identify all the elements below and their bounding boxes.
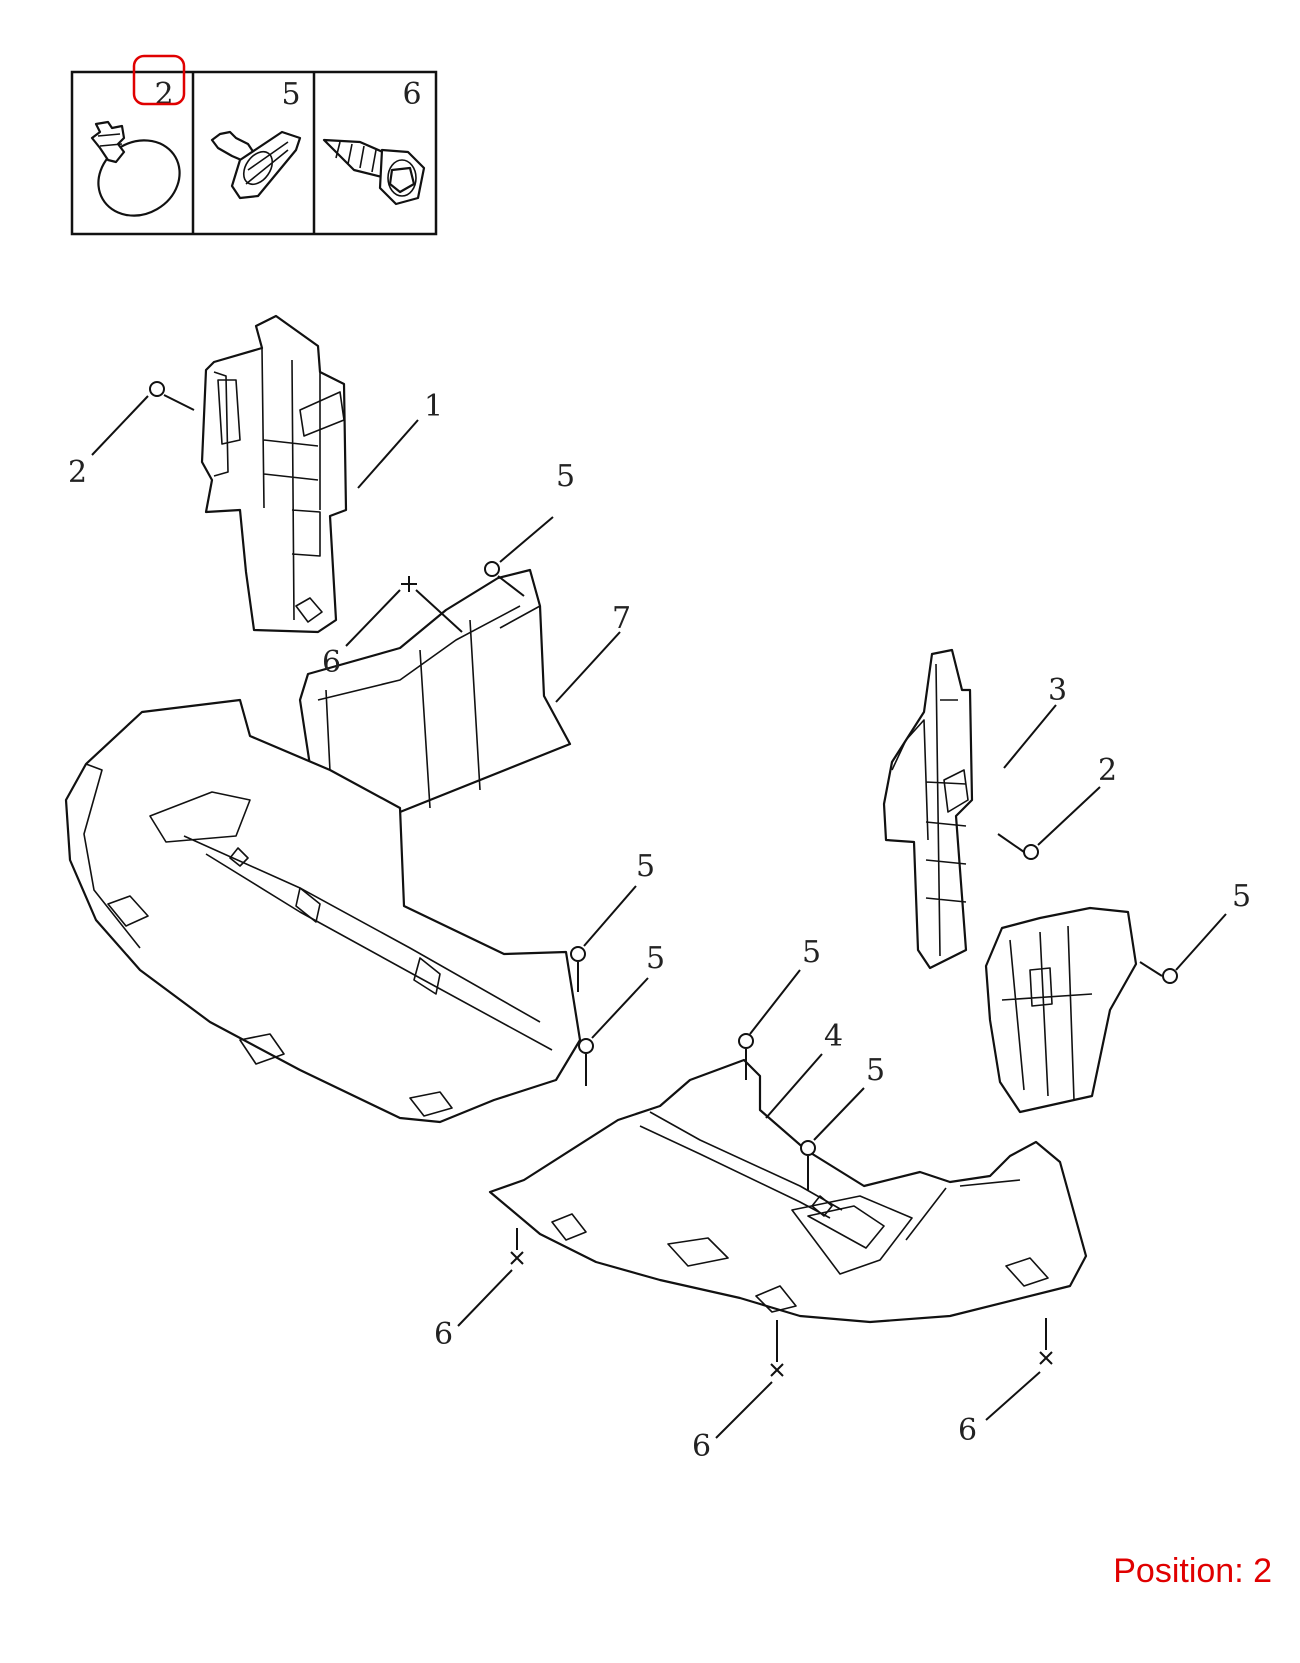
callout-1[interactable]: 1 (424, 389, 443, 424)
legend-number-2: 2 (154, 77, 173, 112)
legend-number-5: 5 (281, 77, 300, 112)
screw-icon (322, 138, 426, 206)
leader-lines (91, 394, 1227, 1439)
fastener-5-center-low[interactable] (800, 1140, 816, 1156)
fastener-5-right[interactable] (1162, 968, 1178, 984)
highlight-box (132, 54, 186, 106)
callout-6-mid[interactable]: 6 (692, 1429, 711, 1464)
position-label: Position: 2 (1113, 1552, 1272, 1590)
callout-6-right[interactable]: 6 (958, 1413, 977, 1448)
fastener-5-top[interactable] (484, 561, 500, 577)
legend-cell-6[interactable]: 6 (322, 77, 426, 206)
legend-cell-5[interactable]: 5 (210, 77, 302, 200)
fastener-6-mid[interactable] (770, 1363, 784, 1377)
right-side-shield[interactable] (984, 906, 1138, 1114)
part-4-undertray[interactable] (488, 1058, 1088, 1324)
callout-6-left[interactable]: 6 (434, 1317, 453, 1352)
callout-5-mid-left[interactable]: 5 (636, 849, 655, 884)
callout-5-lower-left[interactable]: 5 (646, 941, 665, 976)
fastener-markers (149, 381, 1178, 1377)
fastener-6-right[interactable] (1039, 1351, 1053, 1365)
callout-2-right[interactable]: 2 (1098, 753, 1117, 788)
fastener-5-lower-left[interactable] (578, 1038, 594, 1054)
push-clip-icon (90, 120, 181, 217)
fastener-5-center[interactable] (738, 1033, 754, 1049)
left-undertray[interactable] (64, 698, 582, 1124)
fastener-6-top[interactable] (401, 576, 417, 592)
callout-5-right[interactable]: 5 (1232, 879, 1251, 914)
callout-2-left[interactable]: 2 (68, 455, 87, 490)
legend-number-6: 6 (402, 77, 421, 112)
part-3-deflector[interactable] (882, 648, 974, 970)
fastener-2-left[interactable] (149, 381, 165, 397)
callouts: 1 2 5 6 7 3 2 5 5 5 5 4 5 6 6 6 (68, 389, 1251, 1464)
legend-panel: 2 5 6 (70, 54, 438, 236)
callout-3[interactable]: 3 (1048, 673, 1067, 708)
callout-5-center[interactable]: 5 (802, 935, 821, 970)
callout-5-top[interactable]: 5 (556, 459, 575, 494)
callout-6-top[interactable]: 6 (322, 645, 341, 680)
callout-4[interactable]: 4 (824, 1019, 843, 1054)
fastener-6-left[interactable] (510, 1251, 524, 1265)
legend-cell-2[interactable]: 2 (85, 54, 194, 230)
fastener-2-right[interactable] (1023, 844, 1039, 860)
fastener-5-mid-left[interactable] (570, 946, 586, 962)
part-1-deflector[interactable] (200, 314, 348, 634)
callout-7[interactable]: 7 (612, 601, 631, 636)
clip-with-washer-icon (210, 130, 302, 200)
callout-5-center-low[interactable]: 5 (866, 1053, 885, 1088)
